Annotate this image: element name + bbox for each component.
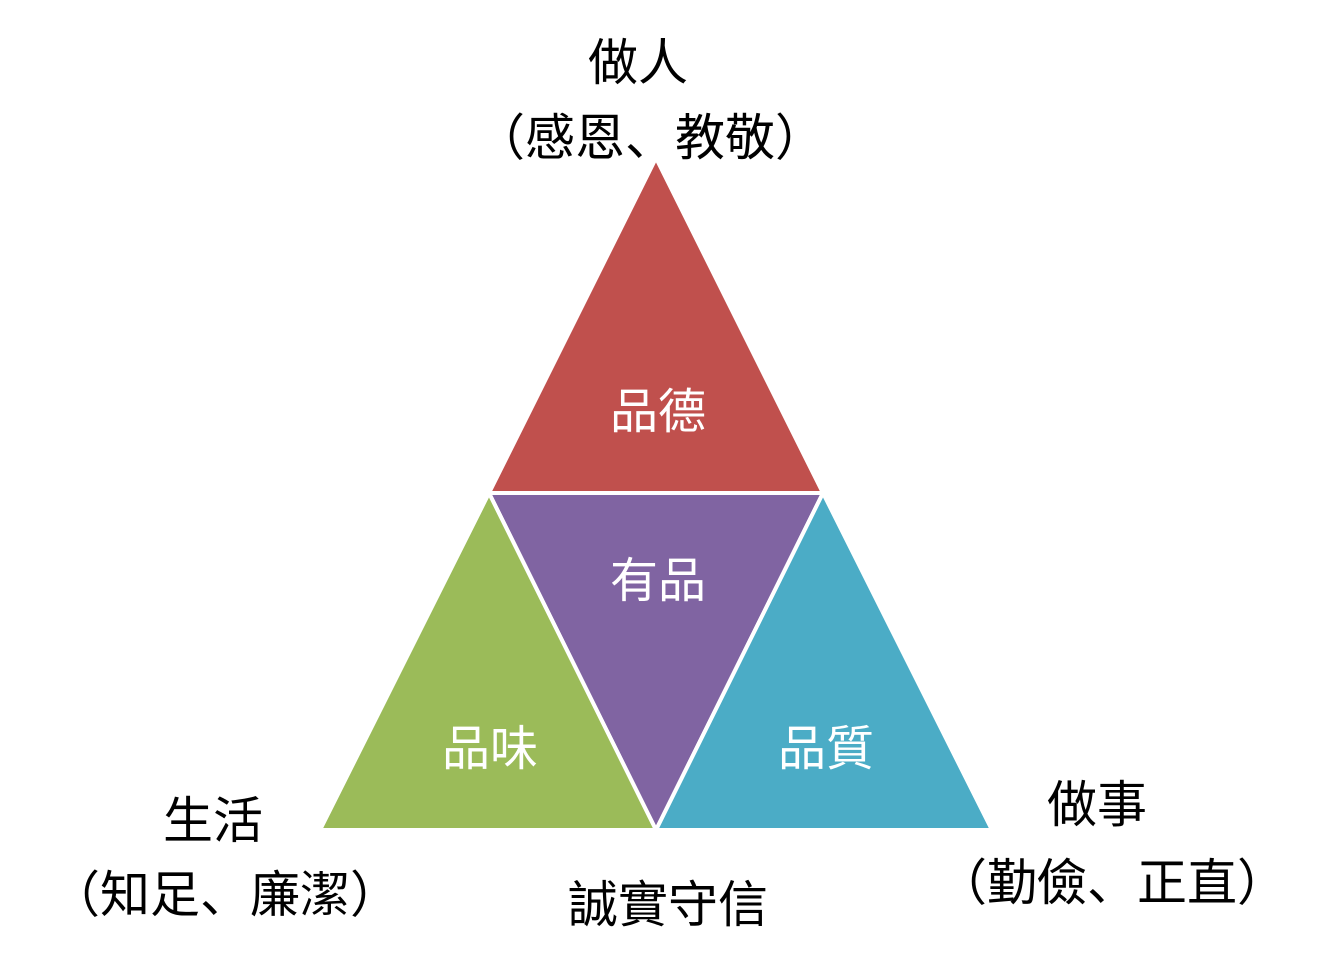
segment-left-label: 品味: [442, 721, 538, 777]
segment-center-label: 有品: [610, 553, 706, 609]
top-title: 做人: [588, 34, 688, 92]
right-subtitle: （勤儉、正直）: [937, 854, 1287, 912]
top-subtitle: （感恩、教敬）: [475, 109, 825, 167]
right-title: 做事: [1047, 776, 1147, 834]
segment-top-label: 品德: [610, 384, 706, 440]
segment-right-triangle: [654, 491, 994, 832]
segment-top-triangle: [487, 156, 825, 495]
segment-right-label: 品質: [778, 721, 874, 777]
bottom-title: 誠實守信: [568, 876, 768, 934]
segment-left-triangle: [318, 491, 658, 832]
left-title: 生活: [163, 792, 263, 850]
left-subtitle: （知足、廉潔）: [50, 866, 400, 924]
